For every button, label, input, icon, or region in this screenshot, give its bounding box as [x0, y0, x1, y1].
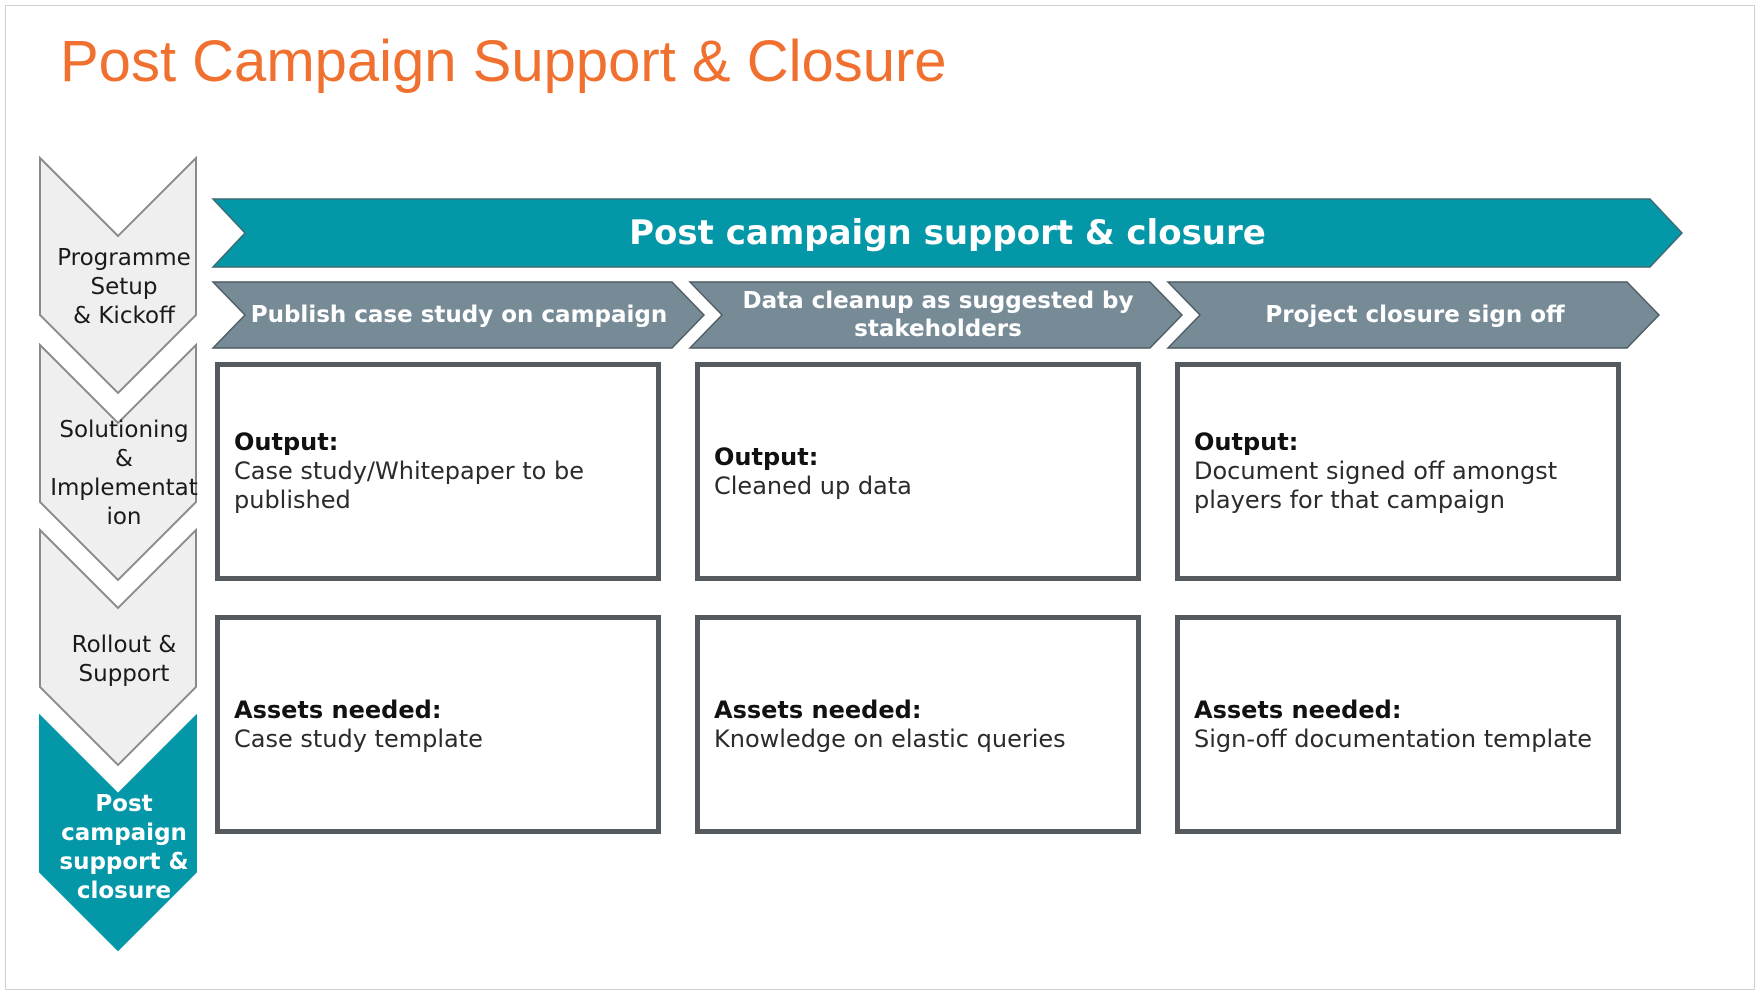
- step-chevron-solutioning: [39, 342, 197, 582]
- output-text: Case study/Whitepaper to be published: [234, 457, 584, 514]
- banner-arrow: [211, 198, 1684, 268]
- assets-card-publish: Assets needed: Case study template: [215, 615, 661, 834]
- output-card-publish: Output: Case study/Whitepaper to be publ…: [215, 362, 661, 581]
- assets-heading: Assets needed:: [714, 695, 922, 724]
- assets-text: Case study template: [234, 724, 483, 753]
- assets-text: Sign-off documentation template: [1194, 724, 1593, 753]
- phase-label-data-cleanup: Data cleanup as suggested by stakeholder…: [742, 288, 1134, 342]
- phase-chevron-data-cleanup: [688, 281, 1184, 349]
- output-heading: Output:: [1194, 428, 1299, 456]
- banner-label: Post campaign support & closure: [629, 213, 1266, 253]
- assets-text: Knowledge on elastic queries: [714, 724, 1066, 753]
- assets-card-data-cleanup: Assets needed: Knowledge on elastic quer…: [695, 615, 1141, 834]
- step-label-post-campaign: Post campaign support & closure: [59, 791, 189, 904]
- step-label-solutioning: Solutioning & Implementat ion: [50, 417, 198, 530]
- output-text: Cleaned up data: [714, 471, 912, 500]
- assets-heading: Assets needed:: [1194, 695, 1402, 724]
- slide-frame: [5, 5, 1755, 990]
- step-chevron-post-campaign: [39, 713, 197, 952]
- phase-label-closure: Project closure sign off: [1265, 302, 1565, 328]
- output-card-data-cleanup: Output: Cleaned up data: [695, 362, 1141, 581]
- step-label-rollout: Rollout & Support: [71, 632, 177, 687]
- assets-heading: Assets needed:: [234, 695, 442, 724]
- step-chevron-programme-setup: [39, 155, 197, 395]
- step-chevron-rollout: [39, 527, 197, 767]
- step-label-programme-setup: Programme Setup & Kickoff: [57, 244, 191, 329]
- phase-chevron-publish: [211, 281, 706, 349]
- output-heading: Output:: [714, 442, 819, 471]
- output-heading: Output:: [234, 428, 339, 456]
- output-text: Document signed off amongst players for …: [1194, 457, 1558, 514]
- phase-label-publish: Publish case study on campaign: [250, 302, 668, 328]
- assets-card-closure: Assets needed: Sign-off documentation te…: [1175, 615, 1621, 834]
- page-title: Post Campaign Support & Closure: [60, 29, 947, 94]
- output-card-closure: Output: Document signed off amongst play…: [1175, 362, 1621, 581]
- phase-chevron-closure: [1166, 281, 1661, 349]
